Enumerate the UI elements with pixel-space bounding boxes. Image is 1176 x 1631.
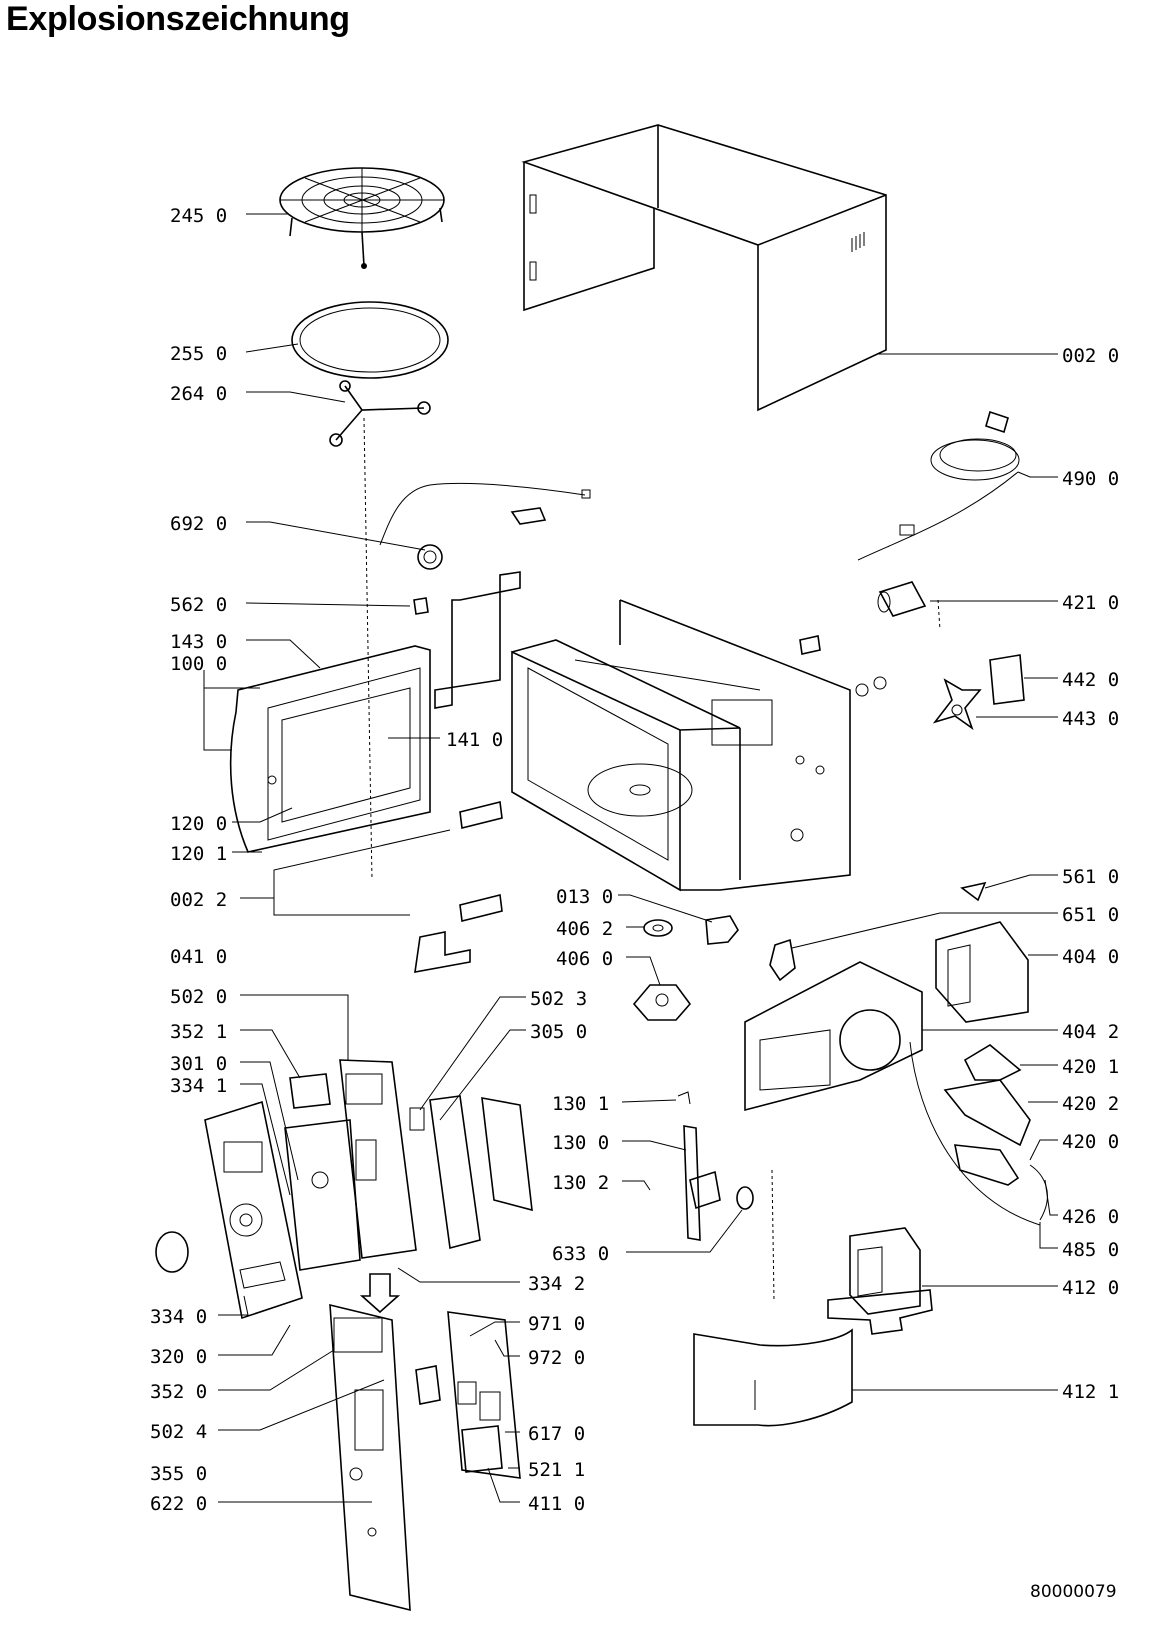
part-label: 264 0 [170, 383, 227, 405]
part-label: 426 0 [1062, 1206, 1119, 1228]
part-label: 002 0 [1062, 345, 1119, 367]
part-fan-motor [877, 581, 941, 631]
part-label: 334 1 [170, 1075, 227, 1097]
part-label: 561 0 [1062, 866, 1119, 888]
part-door-bracket [434, 571, 521, 709]
part-label: 972 0 [528, 1347, 585, 1369]
part-thermal-cutout [379, 482, 591, 570]
part-bottom-cover [693, 1328, 853, 1427]
part-label: 013 0 [556, 886, 613, 908]
drawing-number: 80000079 [1030, 1582, 1117, 1602]
part-label: 120 0 [170, 813, 227, 835]
part-outer-casing [521, 124, 887, 412]
part-door [229, 645, 431, 853]
part-label: 420 1 [1062, 1056, 1119, 1078]
part-label: 352 0 [150, 1381, 207, 1403]
part-label: 002 2 [170, 889, 227, 911]
part-label: 041 0 [170, 946, 227, 968]
part-label: 485 0 [1062, 1239, 1119, 1261]
part-label: 355 0 [150, 1463, 207, 1485]
part-label: 412 0 [1062, 1277, 1119, 1299]
part-label: 562 0 [170, 594, 227, 616]
part-label: 406 2 [556, 918, 613, 940]
part-label: 404 2 [1062, 1021, 1119, 1043]
part-label: 320 0 [150, 1346, 207, 1368]
part-capacitor-assembly [909, 1041, 1048, 1226]
page-title: Explosionszeichnung [6, 0, 350, 38]
part-glass-turntable [291, 301, 449, 379]
part-label: 420 2 [1062, 1093, 1119, 1115]
part-clips [769, 881, 987, 982]
part-label: 490 0 [1062, 468, 1119, 490]
part-label: 143 0 [170, 631, 227, 653]
part-microswitch [413, 597, 429, 615]
part-label: 100 0 [170, 653, 227, 675]
part-label: 406 0 [556, 948, 613, 970]
part-label: 421 0 [1062, 592, 1119, 614]
part-board-305 [481, 1097, 533, 1212]
part-label: 622 0 [150, 1493, 207, 1515]
part-label: 502 0 [170, 986, 227, 1008]
part-control-panel-front [155, 1100, 303, 1320]
part-label: 502 3 [530, 988, 587, 1010]
part-grill-rack [279, 167, 445, 269]
part-label: 255 0 [170, 343, 227, 365]
part-label: 651 0 [1062, 904, 1119, 926]
part-control-board-502-0 [339, 1059, 417, 1259]
part-turntable-drive [632, 915, 739, 1021]
part-door-interlock [677, 1091, 754, 1241]
part-board-bracket [409, 1095, 481, 1250]
part-power-board [447, 1311, 521, 1479]
part-label: 305 0 [530, 1021, 587, 1043]
part-label: 404 0 [1062, 946, 1119, 968]
part-label: 352 1 [170, 1021, 227, 1043]
part-label: 442 0 [1062, 669, 1119, 691]
part-display-window [289, 1073, 331, 1109]
part-switch-and-fan [799, 635, 1025, 731]
part-keypad-frame [284, 1119, 361, 1271]
part-label: 420 0 [1062, 1131, 1119, 1153]
part-label: 141 0 [446, 729, 503, 751]
part-label: 130 0 [552, 1132, 609, 1154]
part-label: 617 0 [528, 1423, 585, 1445]
part-label: 443 0 [1062, 708, 1119, 730]
part-arrow-down [359, 1273, 401, 1314]
part-label: 521 1 [528, 1459, 585, 1481]
part-high-voltage-transformer [744, 921, 1029, 1112]
part-label: 130 2 [552, 1172, 609, 1194]
part-label: 692 0 [170, 513, 227, 535]
part-label: 120 1 [170, 843, 227, 865]
part-label: 301 0 [170, 1053, 227, 1075]
part-hinge-plates [414, 801, 503, 973]
part-label: 633 0 [552, 1243, 609, 1265]
part-label: 412 1 [1062, 1381, 1119, 1403]
leader-lines [203, 213, 1058, 1503]
part-label: 334 2 [528, 1273, 585, 1295]
part-label: 411 0 [528, 1493, 585, 1515]
part-power-cord [857, 410, 1020, 561]
part-magnetron [771, 1169, 933, 1335]
part-oven-cavity [511, 599, 851, 892]
part-label: 502 4 [150, 1421, 207, 1443]
part-label: 245 0 [170, 205, 227, 227]
part-label: 130 1 [552, 1093, 609, 1115]
part-control-board-502-4 [329, 1303, 441, 1612]
part-roller-support [329, 380, 431, 447]
part-label: 971 0 [528, 1313, 585, 1335]
part-label: 334 0 [150, 1306, 207, 1328]
